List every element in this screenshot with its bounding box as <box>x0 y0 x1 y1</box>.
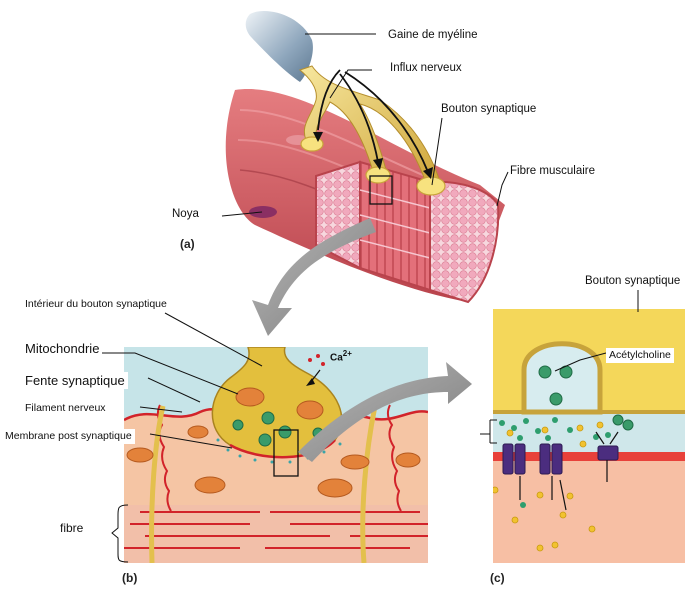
label-button-interior: Intérieur du bouton synaptique <box>25 298 167 310</box>
panel-label-a: (a) <box>180 237 195 251</box>
panel-a-illustration <box>225 11 505 304</box>
label-fiber: fibre <box>60 521 84 535</box>
nucleus-shape <box>249 206 277 218</box>
leader-lines <box>102 33 639 449</box>
panel-b-illustration <box>124 347 428 563</box>
myelin-sheath-shape <box>245 11 313 82</box>
label-myelin-sheath: Gaine de myéline <box>388 29 478 41</box>
label-synaptic-button-c: Bouton synaptique <box>585 275 681 287</box>
label-acetylcholine: Acétylcholine <box>606 348 674 363</box>
nerve-axon-shape <box>298 65 441 183</box>
panel-label-c: (c) <box>490 571 505 585</box>
panel-label-b: (b) <box>122 571 138 585</box>
label-nerve-impulse: Influx nerveux <box>390 62 462 74</box>
label-synaptic-cleft: Fente synaptique <box>22 372 128 389</box>
label-mitochondria: Mitochondrie <box>22 340 103 357</box>
label-postsynaptic-membrane: Membrane post synaptique <box>2 429 135 444</box>
label-nucleus: Noya <box>172 208 199 220</box>
zoom-arrow-a-to-b <box>252 218 376 336</box>
label-nerve-filament: Filament nerveux <box>22 401 109 416</box>
fiber-bracket <box>111 504 129 563</box>
label-synaptic-button-a: Bouton synaptique <box>441 103 537 115</box>
calcium-symbol: Ca <box>330 352 343 364</box>
calcium-charge: 2+ <box>342 349 352 358</box>
label-muscle-fiber: Fibre musculaire <box>510 165 595 177</box>
label-calcium: Ca2+ <box>330 350 352 363</box>
zoom-arrow-b-to-c <box>298 362 472 462</box>
